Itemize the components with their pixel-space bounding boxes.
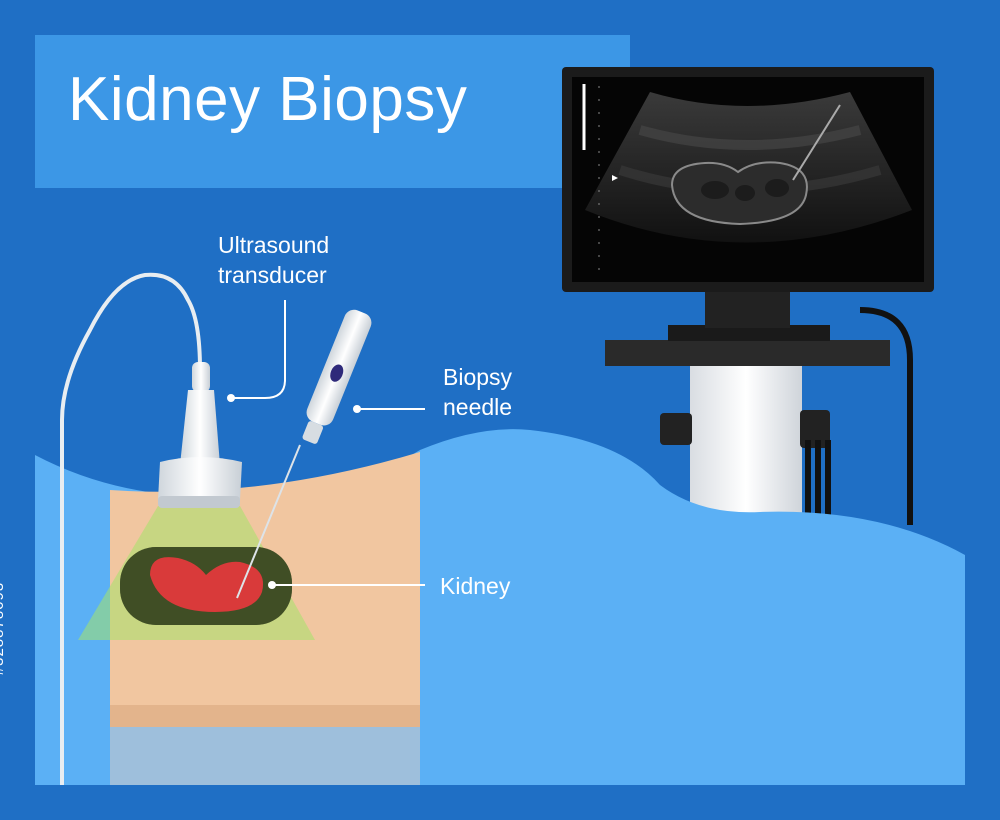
stock-id: #328878693 — [0, 581, 8, 676]
monitor-cable — [859, 307, 913, 525]
label-ultrasound-transducer: Ultrasound transducer — [218, 230, 329, 290]
kidney-window — [120, 547, 292, 625]
ultrasound-needle-trace — [792, 104, 841, 181]
label-needle-line2: needle — [443, 394, 513, 420]
label-biopsy-needle: Biopsy needle — [443, 362, 512, 422]
label-transducer-line2: transducer — [218, 262, 327, 288]
label-transducer-line1: Ultrasound — [218, 232, 330, 258]
transducer-cable — [60, 272, 202, 785]
stand-left-handle — [660, 413, 692, 445]
machine-stand — [690, 340, 802, 540]
kidney-organ — [150, 557, 264, 612]
monitor-neck — [705, 288, 790, 328]
ultrasound-machine — [605, 288, 890, 540]
biopsy-needle-icon — [236, 309, 372, 599]
transducer-pointer-line — [234, 300, 286, 399]
ultrasound-monitor-icon — [562, 67, 934, 292]
label-needle-line1: Biopsy — [443, 364, 513, 390]
label-kidney: Kidney — [440, 573, 511, 599]
machine-tray — [605, 340, 890, 366]
stand-right-handle — [800, 410, 830, 448]
title-banner — [35, 35, 630, 188]
diagram-title: Kidney Biopsy — [68, 65, 468, 134]
ultrasound-transducer-icon — [158, 362, 242, 508]
monitor-base — [668, 325, 830, 341]
